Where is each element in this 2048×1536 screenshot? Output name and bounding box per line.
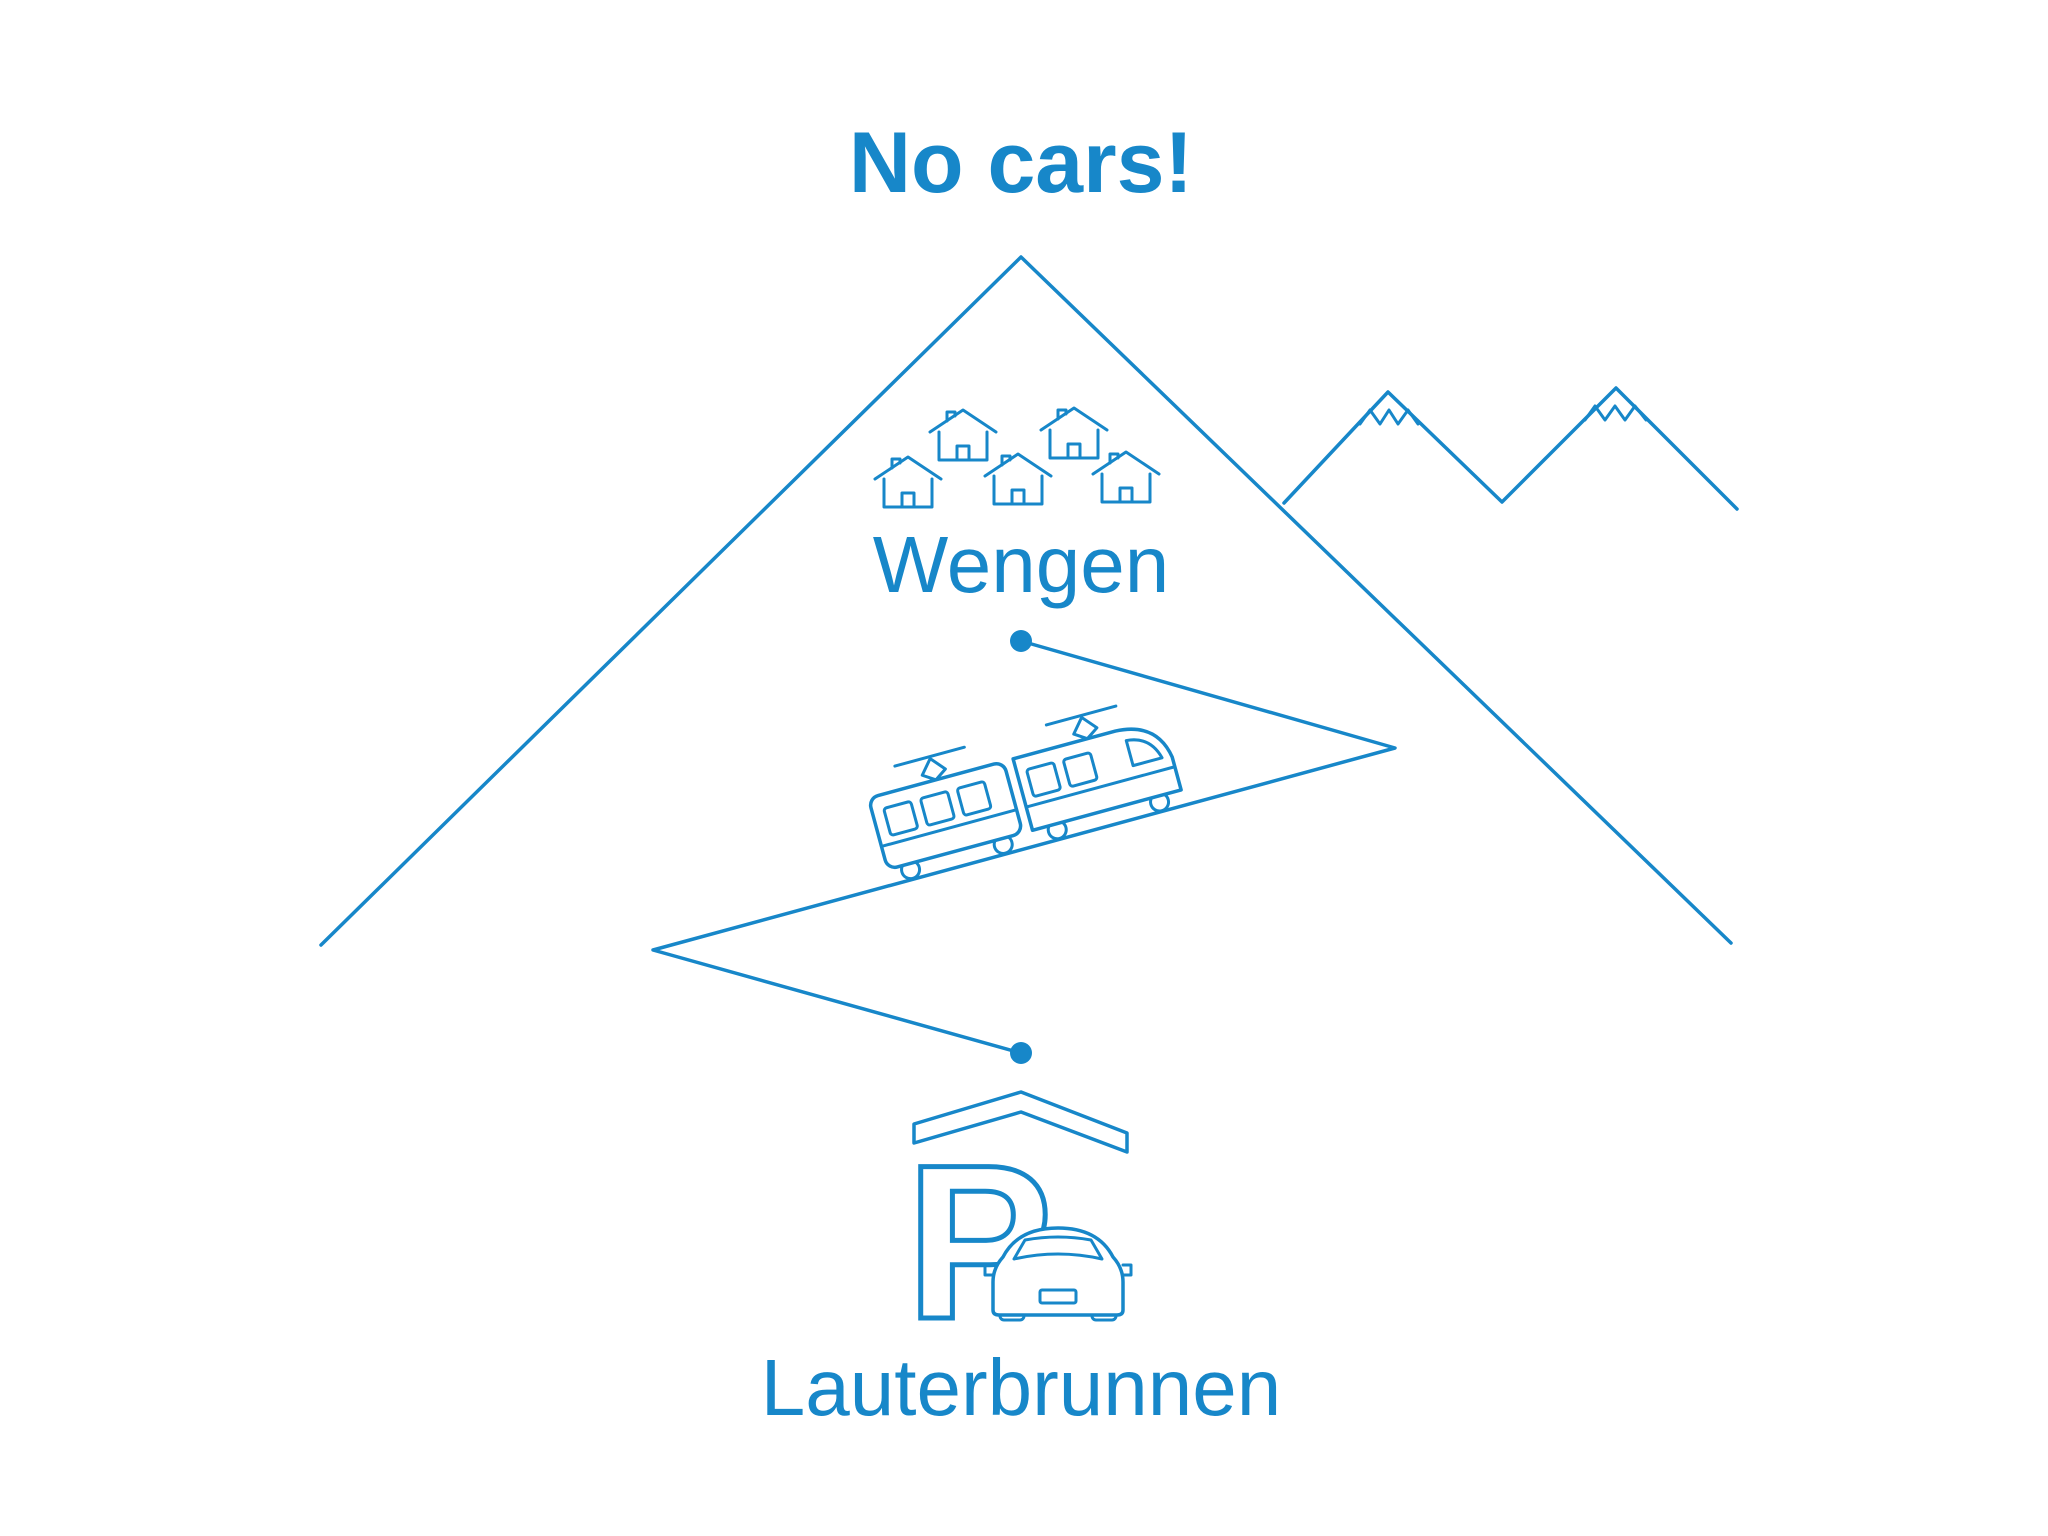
parking-garage-icon: P [904, 1090, 1133, 1368]
house-icon [983, 452, 1053, 506]
train-window [882, 800, 919, 837]
village-label-lauterbrunnen: Lauterbrunnen [761, 1343, 1281, 1432]
train-window [956, 780, 993, 817]
cog-railway-train-icon [868, 704, 1183, 881]
station-dot-wengen [1010, 630, 1032, 652]
page-title: No cars! [849, 115, 1193, 211]
snowcap-left-icon [1358, 408, 1420, 426]
house-icon [1091, 450, 1161, 504]
house-icon [1039, 406, 1109, 460]
train-window [1025, 761, 1062, 798]
train-driver-window [1124, 738, 1164, 768]
pantograph-bar [893, 745, 966, 768]
railway-zigzag-line [651, 639, 1397, 1055]
large-mountain-outline [319, 255, 1733, 947]
car-body [991, 1226, 1125, 1317]
train-window [1062, 751, 1099, 788]
station-dot-lauterbrunnen [1010, 1042, 1032, 1064]
train-rear-car [868, 761, 1023, 870]
small-peaks-outline [1282, 386, 1739, 511]
train-panel-line [1024, 765, 1175, 809]
car-mirror [1121, 1263, 1133, 1277]
village-houses [873, 406, 1161, 509]
snowcap-right-icon [1583, 404, 1648, 422]
house-icon [928, 408, 998, 462]
pantograph-icon [920, 757, 947, 782]
garage-roof [912, 1090, 1129, 1154]
train-window [919, 790, 956, 827]
car-license-plate [1038, 1288, 1078, 1305]
car-windshield [1012, 1235, 1104, 1261]
village-label-wengen: Wengen [873, 520, 1170, 609]
pantograph-icon [1072, 715, 1099, 741]
car-mirror [983, 1263, 995, 1277]
car-front-icon [983, 1226, 1133, 1322]
house-icon [873, 455, 943, 509]
pantograph-bar [1044, 704, 1118, 727]
train-panel-line [879, 808, 1019, 848]
